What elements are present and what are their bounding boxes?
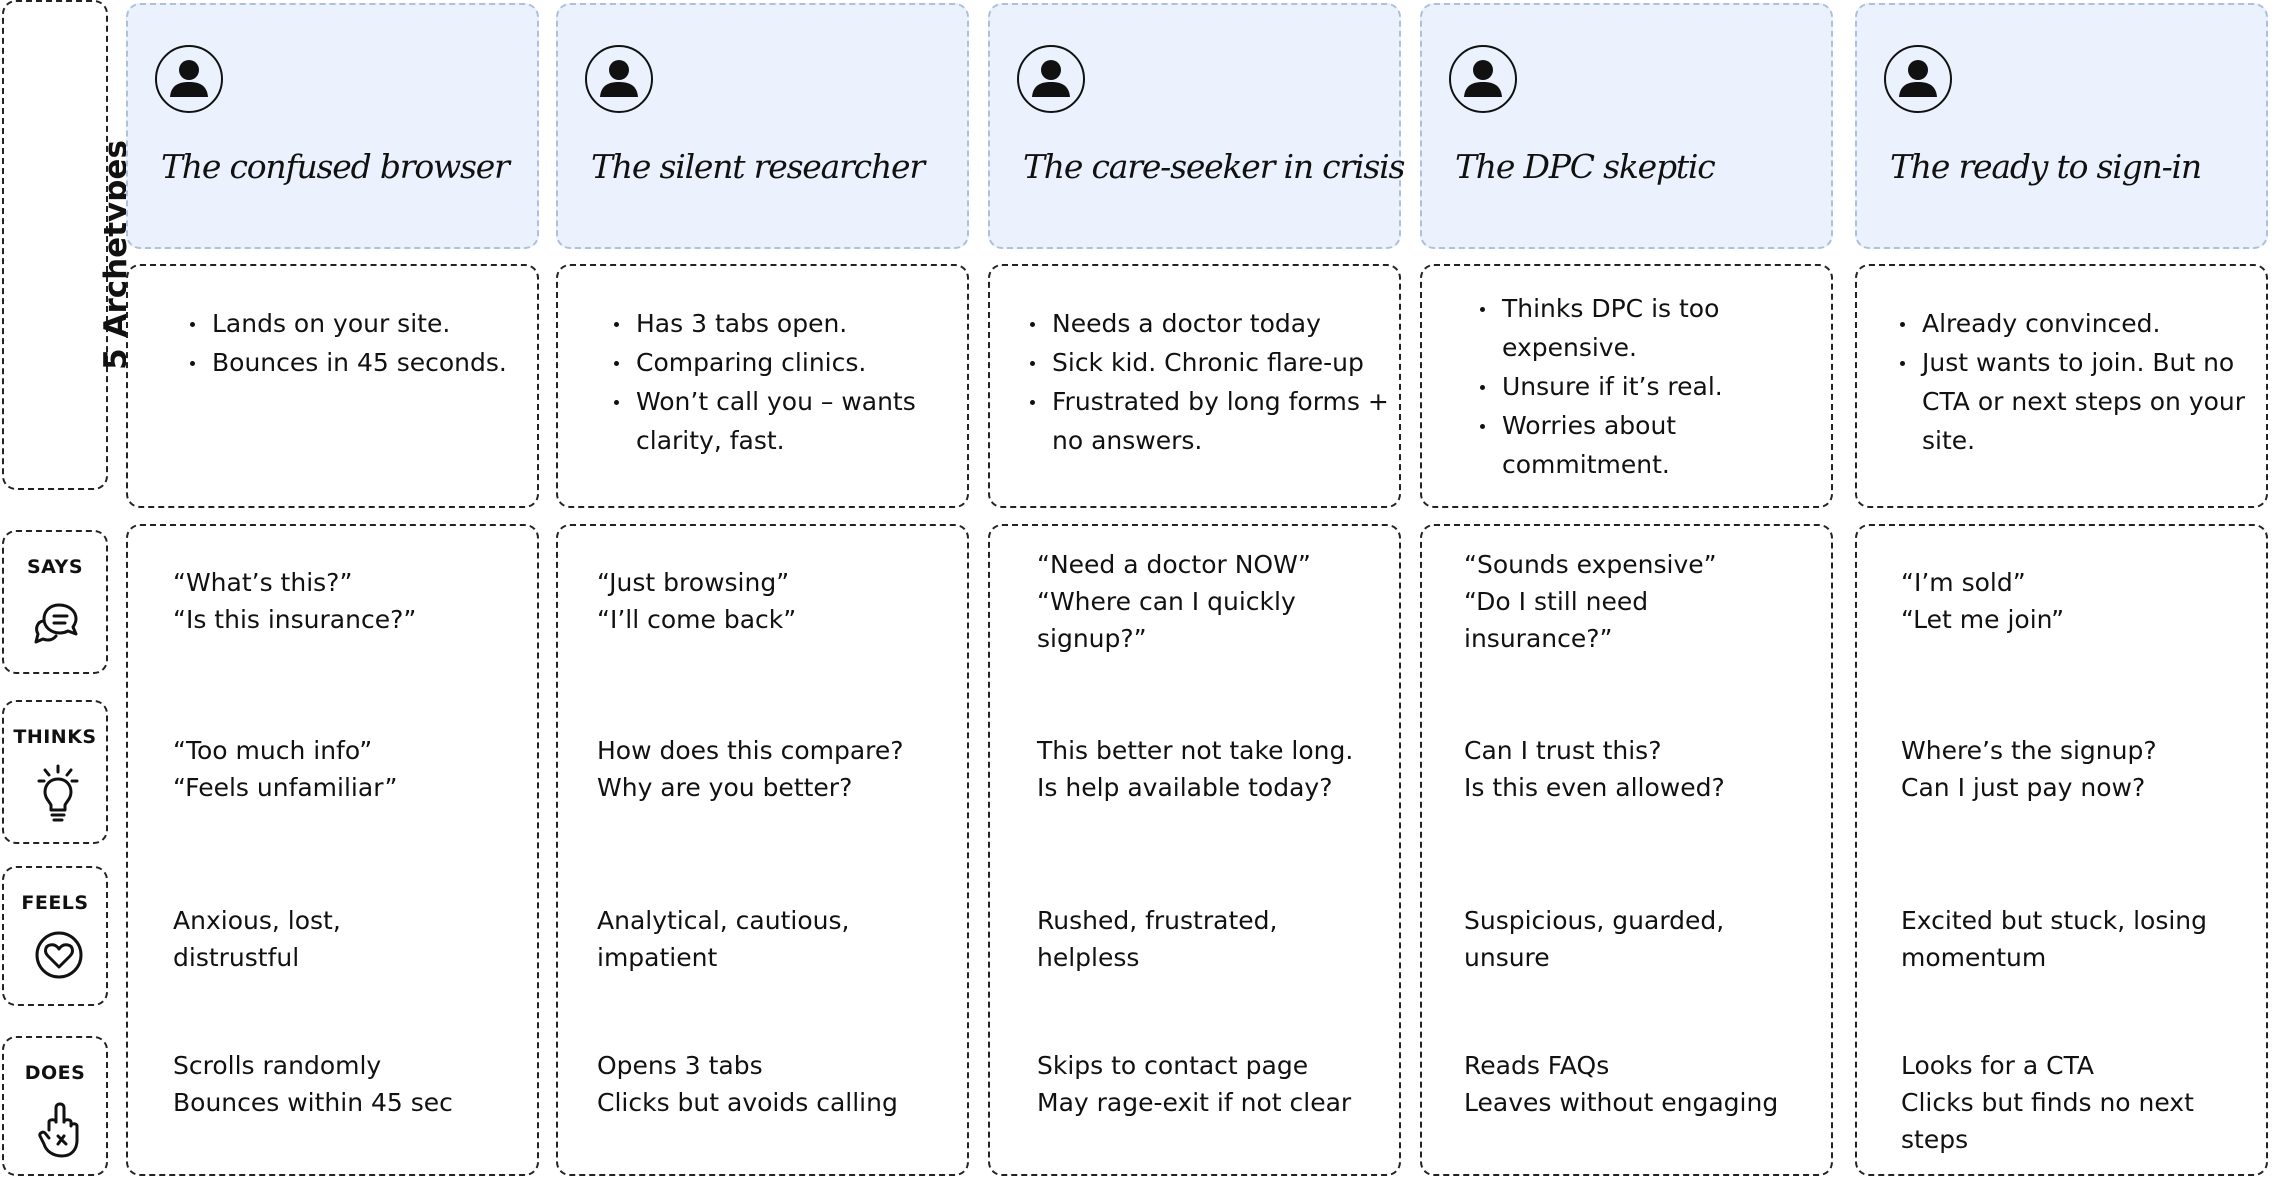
row-label-says: SAYS — [2, 530, 108, 674]
description-bullet-list: Already convinced.Just wants to join. Bu… — [1896, 304, 2258, 460]
description-bullet: Worries about commitment. — [1476, 406, 1823, 484]
archetype-details-dpc-skeptic: “Sounds expensive” “Do I still need insu… — [1420, 524, 1833, 1176]
does-text: Opens 3 tabs Clicks but avoids calling — [597, 1051, 898, 1117]
does-text: Scrolls randomly Bounces within 45 sec — [173, 1051, 453, 1117]
feels-text: Excited but stuck, losing momentum — [1901, 906, 2208, 972]
user-avatar-icon — [155, 45, 223, 113]
archetype-details-care-seeker-in-crisis: “Need a doctor NOW” “Where can I quickly… — [988, 524, 1401, 1176]
does-text: Skips to contact page May rage-exit if n… — [1037, 1051, 1352, 1117]
row-label-thinks-text: THINKS — [13, 726, 97, 748]
row-label-does-text: DOES — [24, 1062, 86, 1084]
archetype-title: The care-seeker in crisis — [1023, 147, 1405, 186]
user-avatar-icon — [1017, 45, 1085, 113]
says-text: “Sounds expensive” “Do I still need insu… — [1464, 550, 1717, 653]
description-bullet: Just wants to join. But no CTA or next s… — [1896, 343, 2258, 460]
description-bullet: Already convinced. — [1896, 304, 2258, 343]
thinks-text: Where’s the signup? Can I just pay now? — [1901, 736, 2157, 802]
feels-text: Suspicious, guarded, unsure — [1464, 906, 1725, 972]
lightbulb-icon — [37, 764, 79, 824]
says-text: “I’m sold” “Let me join” — [1901, 568, 2065, 634]
user-avatar-icon — [1449, 45, 1517, 113]
heart-icon — [34, 930, 84, 980]
feels-text: Analytical, cautious, impatient — [597, 906, 850, 972]
archetype-header-ready-to-sign-in: The ready to sign-in — [1855, 3, 2268, 249]
row-label-feels: FEELS — [2, 866, 108, 1006]
archetype-header-care-seeker-in-crisis: The care-seeker in crisis — [988, 3, 1405, 249]
says-text: “Just browsing” “I’ll come back” — [597, 568, 797, 634]
does-text: Reads FAQs Leaves without engaging — [1464, 1051, 1779, 1117]
row-label-says-text: SAYS — [26, 556, 83, 578]
archetype-description-ready-to-sign-in: Already convinced.Just wants to join. Bu… — [1855, 264, 2268, 508]
user-avatar-icon — [585, 45, 653, 113]
description-bullet: Lands on your site. — [186, 304, 529, 343]
row-label-feels-text: FEELS — [21, 892, 89, 914]
archetypes-side-label-box: 5 Archetypes — [2, 0, 134, 490]
thinks-text: This better not take long. Is help avail… — [1037, 736, 1354, 802]
archetype-description-silent-researcher: Has 3 tabs open.Comparing clinics.Won’t … — [556, 264, 969, 508]
thinks-text: Can I trust this? Is this even allowed? — [1464, 736, 1725, 802]
does-text: Looks for a CTA Clicks but finds no next… — [1901, 1051, 2194, 1154]
archetype-details-confused-browser: “What’s this?” “Is this insurance?” “Too … — [126, 524, 539, 1176]
hand-pointing-icon — [36, 1100, 80, 1160]
archetype-description-confused-browser: Lands on your site.Bounces in 45 seconds… — [126, 264, 539, 508]
says-text: “Need a doctor NOW” “Where can I quickly… — [1037, 550, 1311, 653]
says-text: “What’s this?” “Is this insurance?” — [173, 568, 417, 634]
archetype-description-dpc-skeptic: Thinks DPC is too expensive.Unsure if it… — [1420, 264, 1833, 508]
row-label-thinks: THINKS — [2, 700, 108, 844]
archetype-title: The silent researcher — [591, 147, 925, 186]
feels-text: Anxious, lost, distrustful — [173, 906, 341, 972]
archetype-title: The ready to sign-in — [1890, 147, 2202, 186]
archetype-details-ready-to-sign-in: “I’m sold” “Let me join” Where’s the sign… — [1855, 524, 2268, 1176]
archetype-title: The confused browser — [161, 147, 510, 186]
archetype-title: The DPC skeptic — [1455, 147, 1716, 186]
description-bullet: Has 3 tabs open. — [610, 304, 959, 343]
description-bullet: Needs a doctor today — [1026, 304, 1391, 343]
archetype-header-silent-researcher: The silent researcher — [556, 3, 969, 249]
archetype-header-confused-browser: The confused browser — [126, 3, 539, 249]
speech-bubbles-icon — [32, 600, 82, 646]
description-bullet: Bounces in 45 seconds. — [186, 343, 529, 382]
description-bullet: Won’t call you – wants clarity, fast. — [610, 382, 959, 460]
thinks-text: “Too much info” “Feels unfamiliar” — [173, 736, 398, 802]
description-bullet: Sick kid. Chronic flare-up — [1026, 343, 1391, 382]
description-bullet-list: Has 3 tabs open.Comparing clinics.Won’t … — [610, 304, 959, 460]
archetype-header-dpc-skeptic: The DPC skeptic — [1420, 3, 1833, 249]
thinks-text: How does this compare? Why are you bette… — [597, 736, 904, 802]
description-bullet: Comparing clinics. — [610, 343, 959, 382]
description-bullet: Frustrated by long forms + no answers. — [1026, 382, 1391, 460]
row-label-does: DOES — [2, 1036, 108, 1176]
user-avatar-icon — [1884, 45, 1952, 113]
description-bullet-list: Thinks DPC is too expensive.Unsure if it… — [1476, 289, 1823, 484]
description-bullet-list: Lands on your site.Bounces in 45 seconds… — [186, 304, 529, 382]
description-bullet: Unsure if it’s real. — [1476, 367, 1823, 406]
archetype-details-silent-researcher: “Just browsing” “I’ll come back” How does… — [556, 524, 969, 1176]
feels-text: Rushed, frustrated, helpless — [1037, 906, 1278, 972]
description-bullet: Thinks DPC is too expensive. — [1476, 289, 1823, 367]
